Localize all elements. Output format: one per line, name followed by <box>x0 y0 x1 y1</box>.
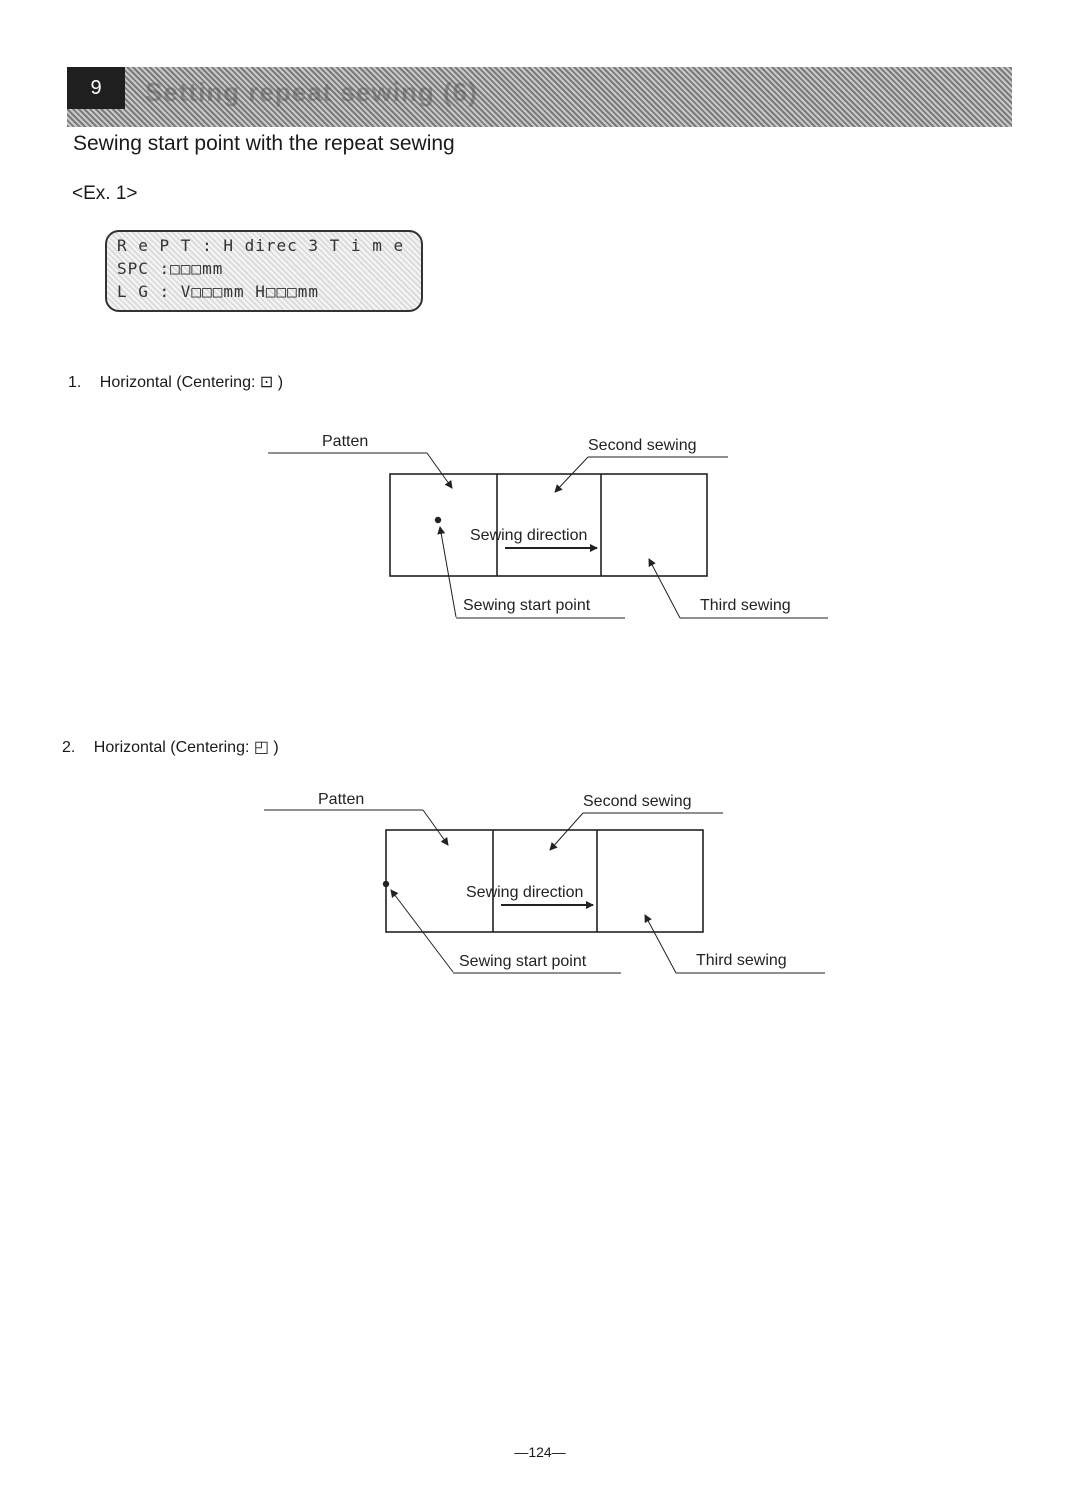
diagram-1: Patten Second sewing Sewing direction Se… <box>268 433 828 619</box>
section-title: Setting repeat sewing (6) <box>145 77 478 107</box>
second-arrow <box>554 456 589 493</box>
second-arrow <box>549 812 584 851</box>
page-subtitle: Sewing start point with the repeat sewin… <box>73 132 455 155</box>
pattern-arrow <box>426 452 453 489</box>
start-point-label: Sewing start point <box>463 597 591 614</box>
sewing-direction-label: Sewing direction <box>470 527 587 544</box>
third-sewing-label: Third sewing <box>696 952 787 969</box>
start-point-label: Sewing start point <box>459 953 587 970</box>
start-point-marker <box>382 880 390 888</box>
item-1-caption: Horizontal (Centering: ⊡ ) <box>99 374 284 391</box>
item-2-number: 2. <box>62 739 76 756</box>
pattern-outline <box>389 473 708 577</box>
lcd-line-2: SPC :□□□mm <box>117 259 224 278</box>
item-2-caption: Horizontal (Centering: ◰ ) <box>93 739 279 756</box>
pattern-arrow <box>422 809 449 846</box>
start-point-marker <box>434 516 442 524</box>
third-arrow <box>644 914 677 974</box>
lcd-line-3: L G : V□□□mm H□□□mm <box>117 282 320 301</box>
diagram-2: Patten Second sewing Sewing direction Se… <box>264 791 825 974</box>
third-arrow <box>648 558 681 619</box>
lcd-line-1: R e P T : H direc 3 T i m e <box>117 236 405 255</box>
example-label: <Ex. 1> <box>72 183 138 204</box>
third-sewing-label: Third sewing <box>700 597 791 614</box>
page-number: —124— <box>514 1444 566 1460</box>
section-number: 9 <box>67 67 125 109</box>
lcd-display: R e P T : H direc 3 T i m e SPC :□□□mm L… <box>105 230 423 312</box>
item-1-number: 1. <box>68 374 82 391</box>
pattern-label: Patten <box>322 433 368 450</box>
second-sewing-label: Second sewing <box>588 437 697 454</box>
start-arrow <box>390 889 454 973</box>
item-2-heading: 2. Horizontal (Centering: ◰ ) <box>62 737 279 757</box>
section-banner: 9 Setting repeat sewing (6) <box>67 67 1012 127</box>
item-1-heading: 1. Horizontal (Centering: ⊡ ) <box>68 372 283 392</box>
pattern-outline <box>385 829 704 933</box>
second-sewing-label: Second sewing <box>583 793 692 810</box>
sewing-direction-label: Sewing direction <box>466 884 583 901</box>
start-arrow <box>437 526 457 618</box>
pattern-label: Patten <box>318 791 364 808</box>
